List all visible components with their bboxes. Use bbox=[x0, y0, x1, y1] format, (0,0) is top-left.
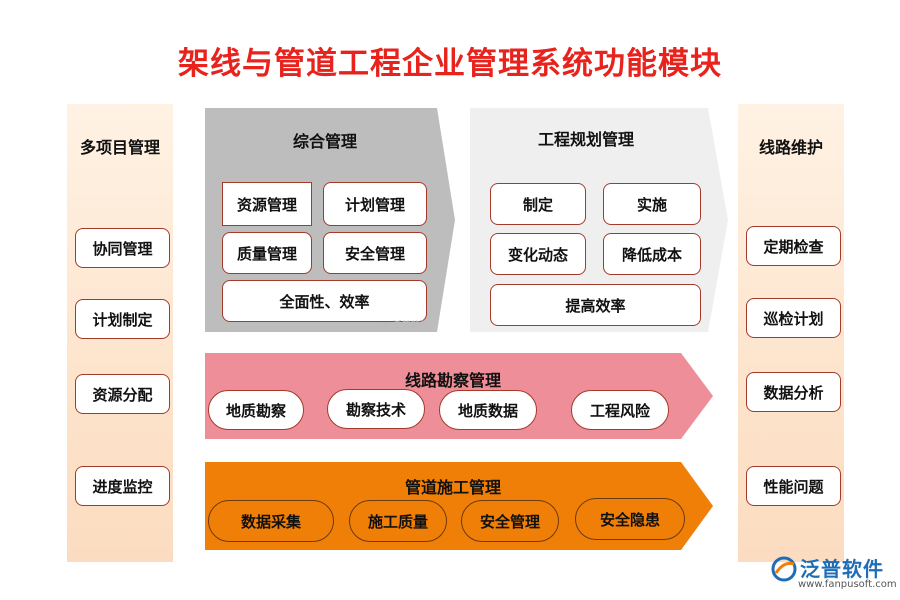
left-item-collaboration: 协同管理 bbox=[75, 228, 170, 268]
safety-management-box: 安全管理 bbox=[323, 232, 427, 274]
formulate-box: 制定 bbox=[490, 183, 586, 225]
right-item-inspection-plan: 巡检计划 bbox=[746, 298, 841, 338]
geological-data-pill: 地质数据 bbox=[439, 390, 537, 430]
watermark-logo: ◎ 泛普软件 bbox=[382, 321, 429, 331]
engineering-risk-pill: 工程风险 bbox=[571, 390, 669, 430]
line-maintenance-column: 线路维护 定期检查 巡检计划 数据分析 性能问题 bbox=[738, 104, 844, 562]
safety-hazard-pill: 安全隐患 bbox=[575, 498, 685, 540]
multi-project-heading: 多项目管理 bbox=[79, 138, 160, 157]
left-item-progress-monitoring: 进度监控 bbox=[75, 466, 170, 506]
resource-management-box: 资源管理 bbox=[222, 182, 312, 226]
safety-management-pill: 安全管理 bbox=[461, 500, 559, 542]
right-item-performance-issue: 性能问题 bbox=[746, 466, 841, 506]
change-dynamics-box: 变化动态 bbox=[490, 233, 586, 275]
left-item-resource-allocation: 资源分配 bbox=[75, 374, 170, 414]
engineering-planning-block: 工程规划管理 制定 实施 变化动态 降低成本 提高效率 bbox=[470, 108, 728, 332]
planning-title: 工程规划管理 bbox=[538, 130, 635, 149]
improve-efficiency-box: 提高效率 bbox=[490, 284, 701, 326]
pipeline-title: 管道施工管理 bbox=[405, 478, 502, 497]
construction-quality-pill: 施工质量 bbox=[349, 500, 447, 542]
fanpu-logo: 泛普软件 www.fanpusoft.com bbox=[770, 553, 897, 597]
right-item-periodic-check: 定期检查 bbox=[746, 226, 841, 266]
data-collection-pill: 数据采集 bbox=[208, 500, 334, 542]
plan-management-box: 计划管理 bbox=[323, 182, 427, 226]
geological-survey-pill: 地质勘察 bbox=[208, 390, 304, 430]
light-arrow-shape bbox=[470, 108, 728, 332]
survey-technology-pill: 勘察技术 bbox=[327, 389, 425, 429]
implement-box: 实施 bbox=[603, 183, 701, 225]
pipeline-construction-block: 管道施工管理 数据采集 施工质量 安全管理 安全隐患 bbox=[205, 462, 713, 550]
fanpu-logo-icon bbox=[771, 556, 797, 582]
logo-text: 泛普软件 bbox=[800, 557, 884, 581]
comprehensive-title: 综合管理 bbox=[293, 132, 358, 151]
survey-title: 线路勘察管理 bbox=[405, 371, 502, 390]
line-maintenance-heading: 线路维护 bbox=[758, 138, 823, 157]
comprehensive-management-block: 综合管理 资源管理 计划管理 质量管理 安全管理 全面性、效率 bbox=[205, 108, 455, 332]
quality-management-box: 质量管理 bbox=[222, 232, 312, 274]
reduce-cost-box: 降低成本 bbox=[603, 233, 701, 275]
logo-url: www.fanpusoft.com bbox=[798, 579, 897, 590]
page-title: 架线与管道工程企业管理系统功能模块 bbox=[178, 46, 722, 82]
comprehensiveness-efficiency-box: 全面性、效率 bbox=[222, 280, 427, 322]
left-item-plan-making: 计划制定 bbox=[75, 299, 170, 339]
multi-project-column: 多项目管理 协同管理 计划制定 资源分配 进度监控 bbox=[67, 104, 173, 562]
right-item-data-analysis: 数据分析 bbox=[746, 372, 841, 412]
line-survey-block: 线路勘察管理 地质勘察 勘察技术 地质数据 工程风险 bbox=[205, 353, 713, 439]
